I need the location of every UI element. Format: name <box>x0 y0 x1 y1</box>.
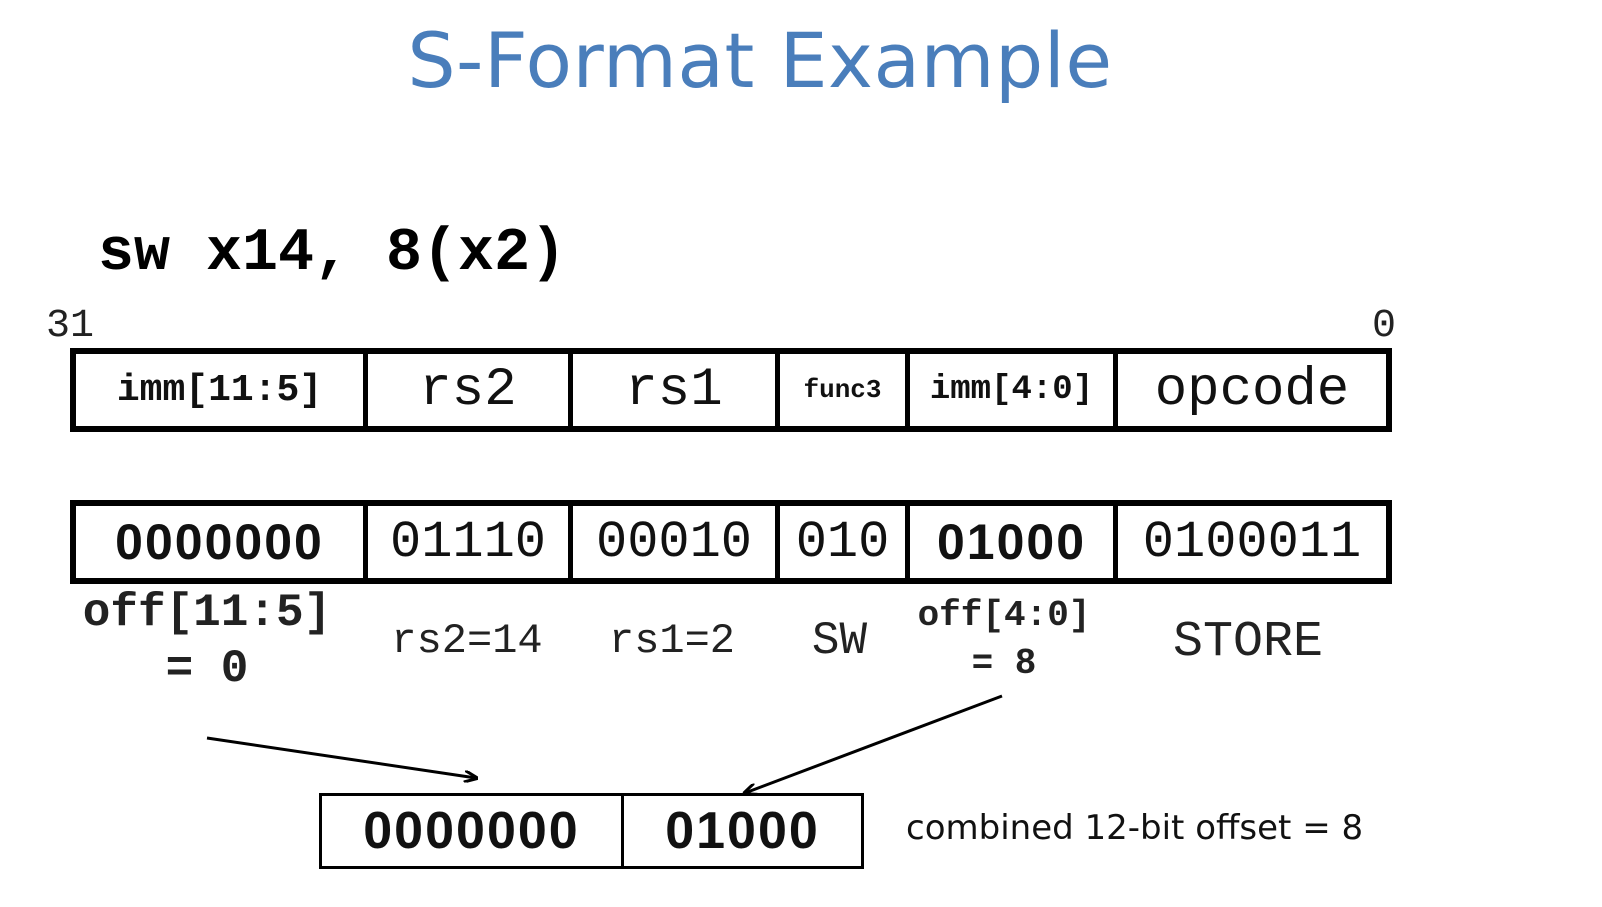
field-rs1: rs1 <box>573 354 780 426</box>
instruction-text: sw x14, 8(x2) <box>98 220 567 288</box>
meaning-func3: SW <box>811 615 868 667</box>
field-imm-4-0: imm[4:0] <box>910 354 1118 426</box>
combined-offset-box: 0000000 01000 <box>319 793 864 869</box>
field-opcode: opcode <box>1154 359 1350 421</box>
bit-31-label: 31 <box>46 304 95 349</box>
meaning-opcode: STORE <box>1172 614 1324 671</box>
combined-high-bits: 0000000 <box>322 796 624 866</box>
binary-imm-4-0: 01000 <box>910 506 1118 578</box>
field-rs2: rs2 <box>368 354 573 426</box>
meaning-off-high: off[11:5] = 0 <box>52 590 362 692</box>
bit-0-label: 0 <box>1372 304 1397 349</box>
binary-opcode: 0100011 <box>1142 512 1362 572</box>
format-field-row: imm[11:5] rs2 rs1 func3 imm[4:0] opcode <box>70 348 1392 432</box>
field-func3: func3 <box>780 354 910 426</box>
combined-low-bits: 01000 <box>665 802 820 860</box>
combined-offset-note: combined 12-bit offset = 8 <box>906 808 1364 848</box>
slide-title: S-Format Example <box>407 16 1113 105</box>
binary-imm-11-5: 0000000 <box>76 506 368 578</box>
meaning-off-low-line2: = 8 <box>971 643 1037 684</box>
meaning-rs1: rs1=2 <box>608 617 736 665</box>
field-imm-11-5: imm[11:5] <box>76 354 368 426</box>
meaning-off-high-line2: = 0 <box>165 643 249 695</box>
meaning-off-low: off[4:0] = 8 <box>903 598 1105 682</box>
binary-func3: 010 <box>780 506 910 578</box>
arrow-low-to-combined <box>745 694 1003 793</box>
meaning-rs2: rs2=14 <box>391 617 543 665</box>
arrow-high-to-combined <box>206 736 476 778</box>
meaning-off-low-line1: off[4:0] <box>917 595 1091 636</box>
binary-rs1: 00010 <box>573 506 780 578</box>
binary-rs2: 01110 <box>368 506 573 578</box>
binary-field-row: 0000000 01110 00010 010 01000 0100011 <box>70 500 1392 584</box>
meaning-off-high-line1: off[11:5] <box>82 587 332 639</box>
